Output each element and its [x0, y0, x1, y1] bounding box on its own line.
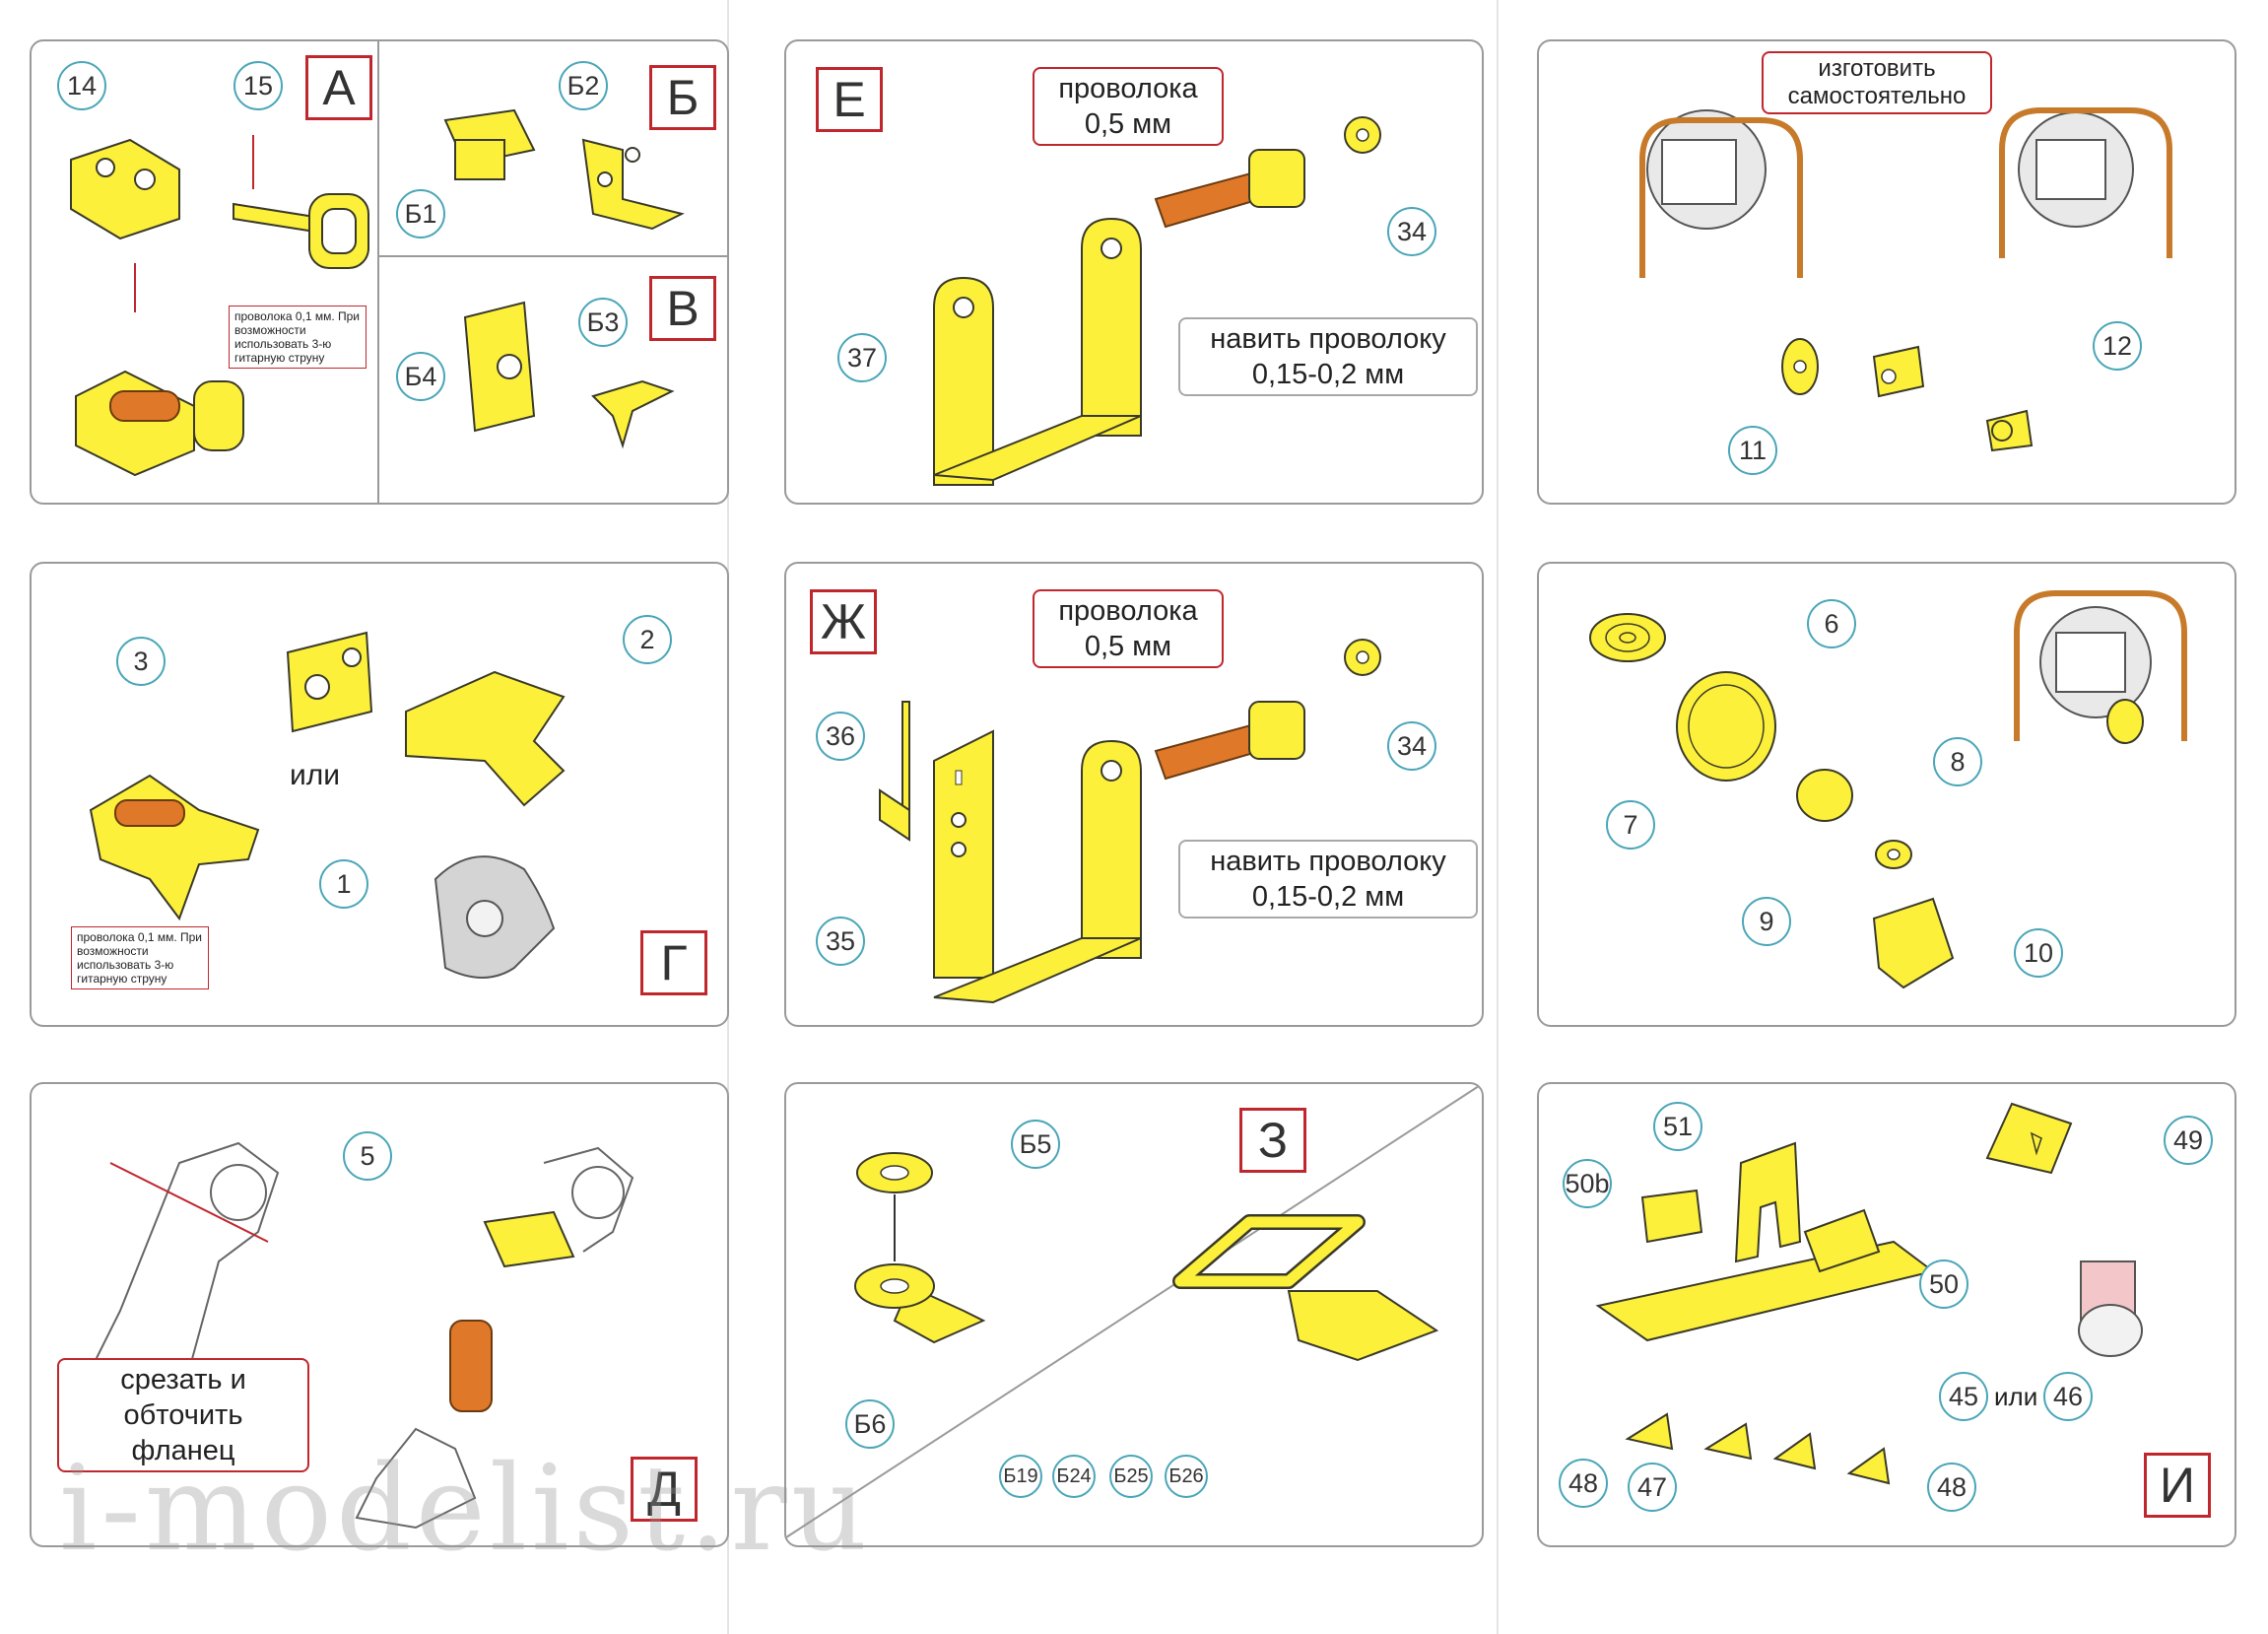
part-number-49: 49 [2164, 1116, 2213, 1165]
coil-wire-label-line1: навить проволоку [1210, 323, 1446, 355]
part-number-3: 3 [116, 637, 166, 686]
panel-i: 50b 51 49 50 45 или 46 48 47 48 И [1537, 1082, 2236, 1547]
panel-d-drawing [89, 1141, 634, 1530]
coil-wire-label-zh: навить проволоку 0,15-0,2 мм [1178, 840, 1478, 919]
part-number-5: 5 [343, 1131, 392, 1181]
or-text-i: или [1994, 1382, 2038, 1411]
part-number-b24: Б24 [1052, 1455, 1096, 1498]
part-number-37: 37 [837, 333, 887, 382]
or-text: или [290, 759, 341, 791]
section-letter-z: З [1239, 1108, 1306, 1173]
part-number-7: 7 [1606, 800, 1655, 850]
part-number-2: 2 [623, 615, 672, 664]
panel-d: 5 срезать и обточить фланец Д [30, 1082, 729, 1547]
wire-note-g: проволока 0,1 мм. При возможности исполь… [71, 926, 209, 989]
wire-05-label-zh-line1: проволока [1058, 595, 1198, 627]
watermark: i-modelist.ru [59, 1441, 872, 1578]
wire-05-label-line1: проволока [1058, 73, 1198, 104]
panel-z-drawing [786, 1084, 1482, 1538]
coil-wire-label-zh-line1: навить проволоку [1210, 846, 1446, 877]
section-letter-i: И [2144, 1453, 2211, 1518]
part-number-36: 36 [816, 712, 865, 761]
wire-05-label: проволока 0,5 мм [1033, 67, 1224, 146]
part-number-45: 45 [1939, 1372, 1988, 1421]
part-number-b6: Б6 [845, 1399, 895, 1449]
part-number-b1: Б1 [396, 189, 445, 238]
panel-headlight-guards-drawing [1639, 107, 2172, 452]
part-number-15: 15 [233, 61, 283, 110]
make-yourself-line1: изготовить [1818, 55, 1936, 82]
part-number-b4: Б4 [396, 352, 445, 401]
section-letter-g: Г [640, 930, 707, 995]
make-yourself-callout: изготовить самостоятельно [1762, 51, 1992, 114]
coil-wire-label-zh-line2: 0,15-0,2 мм [1251, 881, 1405, 913]
page-fold-right [1497, 0, 1499, 1634]
section-letter-d: Д [631, 1457, 698, 1522]
panel-e: Е проволока 0,5 мм навить проволоку 0,15… [784, 39, 1484, 505]
section-letter-e: Е [816, 67, 883, 132]
part-number-48-left: 48 [1559, 1459, 1608, 1508]
part-number-14: 14 [57, 61, 106, 110]
part-number-6: 6 [1807, 599, 1856, 648]
panel-zh: Ж проволока 0,5 мм навить проволоку 0,15… [784, 562, 1484, 1027]
panel-zh-drawing [879, 639, 1381, 1004]
wire-05-label-zh-line2: 0,5 мм [1084, 631, 1172, 662]
part-number-b26: Б26 [1165, 1455, 1208, 1498]
part-number-10: 10 [2014, 928, 2063, 978]
coil-wire-label-line2: 0,15-0,2 мм [1251, 359, 1405, 390]
panel-e-drawing [933, 116, 1381, 486]
panel-g-drawing [89, 631, 566, 979]
part-number-11: 11 [1728, 426, 1777, 475]
wire-note: проволока 0,1 мм. При возможности исполь… [229, 306, 367, 369]
part-number-46: 46 [2043, 1372, 2093, 1421]
part-number-1: 1 [319, 859, 368, 909]
part-number-b5: Б5 [1011, 1120, 1060, 1169]
part-number-50: 50b [1563, 1159, 1612, 1208]
wire-05-label-line2: 0,5 мм [1084, 108, 1172, 140]
part-number-b25: Б25 [1109, 1455, 1153, 1498]
panel-headlight-guards: изготовить самостоятельно 11 12 [1537, 39, 2236, 505]
cut-flange-callout: срезать и обточить фланец [57, 1358, 309, 1472]
part-number-b3: Б3 [578, 298, 628, 347]
section-letter-b: Б [649, 65, 716, 130]
section-letter-zh: Ж [810, 589, 877, 654]
panel-headlight-assembly: 6 7 8 9 10 [1537, 562, 2236, 1027]
make-yourself-line2: самостоятельно [1787, 83, 1967, 109]
wire-05-label-zh: проволока 0,5 мм [1033, 589, 1224, 668]
panel-a-b-v-drawing [70, 41, 727, 503]
part-number-47: 47 [1628, 1463, 1677, 1512]
part-number-48-right: 48 [1927, 1463, 1976, 1512]
section-letter-a: А [305, 55, 372, 120]
part-number-51: 51 [1653, 1102, 1702, 1151]
panel-a-b-v: 14 15 А проволока 0,1 мм. При возможност… [30, 39, 729, 505]
part-number-34-zh: 34 [1387, 721, 1436, 771]
part-number-12: 12 [2093, 321, 2142, 371]
part-number-b2: Б2 [559, 61, 608, 110]
part-number-35: 35 [816, 917, 865, 966]
panel-headlight-assembly-drawing [1589, 590, 2187, 989]
panel-g: 3 2 1 или проволока 0,1 мм. При возможно… [30, 562, 729, 1027]
part-number-50-right: 50 [1919, 1260, 1968, 1309]
part-number-34: 34 [1387, 207, 1436, 256]
part-number-b19: Б19 [999, 1455, 1042, 1498]
coil-wire-label: навить проволоку 0,15-0,2 мм [1178, 317, 1478, 396]
part-number-9: 9 [1742, 897, 1791, 946]
part-number-8: 8 [1933, 737, 1982, 786]
section-letter-v: В [649, 276, 716, 341]
panel-i-drawing [1595, 1102, 2143, 1485]
panel-z: Б5 Б6 З Б19 Б24 Б25 Б26 [784, 1082, 1484, 1547]
